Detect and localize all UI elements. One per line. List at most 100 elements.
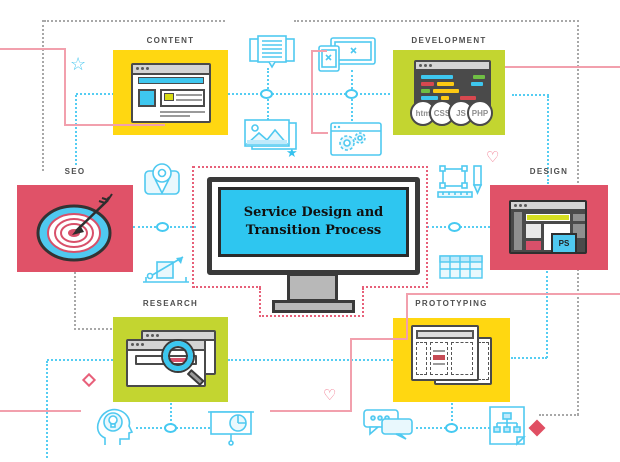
monitor-dotted-border	[259, 288, 261, 317]
window-titlebar	[416, 62, 489, 71]
toolbar-bar	[138, 77, 204, 84]
panel-block	[573, 214, 585, 221]
decor-line	[407, 293, 620, 295]
monitor-base	[272, 300, 355, 313]
text-line	[160, 115, 190, 117]
text-line	[433, 350, 445, 352]
monitor-dotted-border	[259, 315, 364, 317]
decor-line	[311, 132, 328, 134]
ps-badge: PS	[551, 233, 577, 254]
decor-line	[406, 293, 408, 340]
growth-chart-icon	[143, 256, 189, 283]
code-line	[441, 96, 449, 100]
connector-line	[512, 94, 549, 96]
php-badge: PHP	[467, 100, 493, 126]
window-dots-icon	[136, 67, 139, 70]
connector-line	[546, 271, 548, 358]
presentation-icon	[208, 411, 254, 446]
monitor-dotted-border	[192, 166, 194, 288]
accent-block	[433, 355, 445, 360]
connector-line	[74, 272, 76, 330]
code-line	[421, 82, 434, 86]
text-line	[160, 111, 205, 113]
content-label: CONTENT	[146, 36, 195, 45]
development-label: DEVELOPMENT	[411, 36, 487, 45]
heart-icon: ♡	[323, 387, 337, 404]
decor-line	[0, 48, 66, 50]
connector-node	[164, 423, 177, 433]
devices-icon	[318, 37, 376, 72]
research-label: RESEARCH	[142, 299, 199, 308]
wireframe-column	[416, 342, 427, 375]
tool-sidebar	[514, 212, 522, 250]
window-dots-icon	[419, 64, 422, 67]
monitor-dotted-border	[362, 286, 428, 288]
connector-line	[47, 359, 113, 361]
connector-line	[74, 328, 112, 330]
connector-line	[170, 403, 172, 425]
text-line	[176, 99, 202, 101]
connector-line	[547, 96, 549, 184]
star-filled-icon: ★	[286, 145, 298, 160]
connector-line	[46, 361, 48, 458]
prototyping-label: PROTOTYPING	[415, 299, 488, 308]
highlight-bar	[526, 214, 570, 221]
article-block	[160, 89, 205, 107]
star-icon: ☆	[70, 54, 87, 74]
canvas-block	[526, 224, 541, 238]
image-block	[138, 89, 156, 107]
connector-line	[75, 95, 77, 165]
decor-line	[311, 50, 313, 134]
window-titlebar	[133, 65, 209, 75]
connector-line	[539, 414, 579, 416]
diamond-filled-icon	[528, 419, 546, 437]
monitor-dotted-border	[193, 286, 261, 288]
text-line	[176, 94, 202, 96]
window-titlebar	[511, 202, 585, 211]
code-line	[421, 96, 438, 100]
diamond-outline-icon	[81, 372, 97, 388]
decor-line	[64, 124, 165, 126]
monitor-screen: Service Design and Transition Process	[218, 187, 409, 257]
table-icon	[439, 255, 483, 279]
browser-window-icon	[131, 63, 211, 123]
connector-line	[511, 357, 547, 359]
wireframe-window-icon	[411, 325, 479, 381]
bezier-tool-icon	[437, 165, 483, 198]
sitemap-icon	[489, 406, 526, 446]
idea-head-icon	[96, 408, 134, 445]
decor-line	[270, 410, 351, 412]
text-line	[433, 363, 445, 365]
code-line	[421, 89, 430, 93]
decor-line	[311, 50, 327, 52]
connector-node	[345, 89, 358, 99]
wireframe-column	[478, 342, 489, 380]
window-dots-icon	[131, 343, 134, 346]
code-line	[421, 75, 453, 79]
connector-line	[76, 93, 390, 95]
design-label: DESIGN	[529, 167, 569, 176]
connector-node	[448, 222, 461, 232]
decor-line	[0, 410, 81, 412]
connector-line	[228, 359, 393, 361]
map-pin-icon	[144, 163, 180, 195]
thumbnail-block	[164, 93, 174, 101]
chat-bubbles-icon	[363, 409, 413, 440]
monitor-dotted-border	[362, 288, 364, 317]
decor-line	[351, 338, 408, 340]
design-app-icon	[509, 200, 587, 254]
connector-line	[294, 20, 579, 22]
window-dots-icon	[146, 334, 149, 337]
code-line	[473, 75, 485, 79]
code-line	[460, 96, 476, 100]
title-line-2: Transition Process	[245, 223, 382, 238]
connector-node	[260, 89, 273, 99]
gear-window-icon	[330, 122, 382, 156]
seo-label: SEO	[64, 167, 86, 176]
accent-block	[526, 241, 541, 250]
wireframe-column	[430, 342, 448, 375]
code-line	[471, 82, 483, 86]
decor-line	[64, 48, 66, 126]
connector-node	[156, 222, 169, 232]
